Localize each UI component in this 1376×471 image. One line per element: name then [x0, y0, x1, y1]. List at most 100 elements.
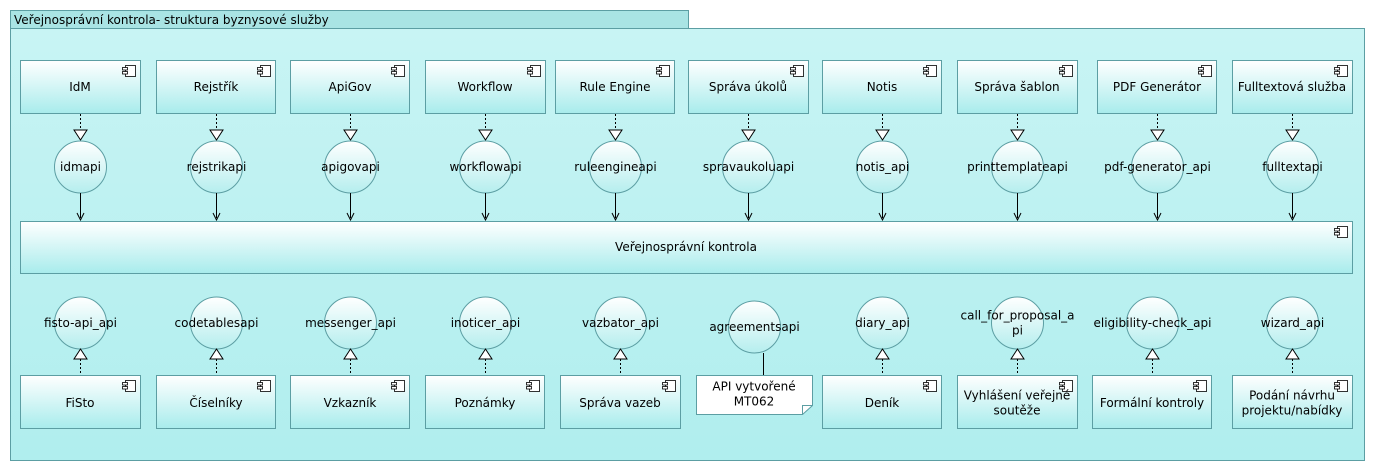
provided-interface[interactable]: notis_api	[856, 140, 910, 194]
realization-arrowhead	[343, 129, 358, 141]
dependency-arrowhead	[1153, 212, 1162, 222]
component-icon	[1193, 380, 1207, 392]
realization-arrowhead	[478, 129, 493, 141]
interface-label: wizard_api	[1261, 316, 1324, 330]
bottom-component[interactable]: Číselníky	[156, 375, 276, 429]
provided-interface[interactable]: inoticer_api	[451, 296, 521, 350]
interface-label: pdf-generator_api	[1104, 160, 1211, 174]
top-component[interactable]: Rejstřík	[156, 60, 276, 114]
top-component[interactable]: ApiGov	[290, 60, 410, 114]
top-component[interactable]: PDF Generátor	[1097, 60, 1217, 114]
provided-interface[interactable]: rejstrikapi	[187, 140, 247, 194]
main-component[interactable]: Veřejnosprávní kontrola	[20, 221, 1353, 274]
provided-interface[interactable]: workflowapi	[449, 140, 522, 194]
component-icon	[662, 380, 676, 392]
dependency-arrowhead	[1288, 212, 1297, 222]
interface-label: rejstrikapi	[187, 160, 247, 174]
interface-label: spravaukoluapi	[703, 160, 794, 174]
top-component[interactable]: IdM	[20, 60, 141, 114]
interface-label: pi	[1012, 324, 1023, 338]
component-icon	[1059, 65, 1073, 77]
component-icon	[526, 380, 540, 392]
provided-interface[interactable]: vazbator_api	[582, 296, 659, 350]
package-title: Veřejnosprávní kontrola- struktura byzny…	[14, 13, 329, 27]
interface-label: fisto-api_api	[44, 316, 117, 330]
component-label: Notis	[867, 80, 898, 94]
realization-arrowhead	[209, 129, 224, 141]
component-label: Správa šablon	[974, 80, 1059, 94]
top-component[interactable]: Správa šablon	[957, 60, 1078, 114]
bottom-component[interactable]: Deník	[822, 375, 942, 429]
interface-label: idmapi	[60, 160, 101, 174]
dependency-arrowhead	[346, 212, 355, 222]
top-component[interactable]: Notis	[822, 60, 942, 114]
provided-interface[interactable]: printtemplateapi	[967, 140, 1068, 194]
realization-arrowhead	[1285, 129, 1300, 141]
provided-interface[interactable]: messenger_api	[305, 296, 396, 350]
component-icon	[257, 380, 271, 392]
interface-label: call_for_proposal_a	[961, 309, 1075, 323]
component-icon	[1059, 380, 1073, 392]
realization-arrowhead	[1010, 129, 1025, 141]
bottom-component[interactable]: FiSto	[20, 375, 141, 429]
realization-arrowhead	[1150, 129, 1165, 141]
interface-label: codetablesapi	[175, 316, 259, 330]
bottom-component[interactable]: Poznámky	[425, 375, 545, 429]
component-label: PDF Generátor	[1113, 80, 1201, 94]
realization-arrowhead	[875, 129, 890, 141]
dependency-arrowhead	[878, 212, 887, 222]
component-icon	[122, 380, 136, 392]
component-icon	[790, 65, 804, 77]
bottom-component[interactable]: Správa vazeb	[560, 375, 681, 429]
provided-interface[interactable]: fulltextapi	[1262, 140, 1323, 194]
note-text: API vytvořené	[712, 380, 795, 394]
bottom-component[interactable]: Formální kontroly	[1092, 375, 1212, 429]
provided-interface[interactable]: codetablesapi	[175, 296, 259, 350]
interface-circle	[728, 300, 781, 354]
dependency-arrowhead	[481, 212, 490, 222]
top-component[interactable]: Workflow	[425, 60, 546, 114]
interface-label: notis_api	[856, 160, 910, 174]
component-label: Číselníky	[189, 395, 242, 410]
component-label: Rejstřík	[194, 80, 239, 94]
component-icon	[257, 65, 271, 77]
component-icon	[1334, 226, 1348, 238]
component-label: IdM	[69, 80, 91, 94]
interface-label: apigovapi	[321, 160, 380, 174]
provided-interface[interactable]: fisto-api_api	[44, 296, 117, 350]
top-component[interactable]: Správa úkolů	[688, 60, 809, 114]
component-label: Vzkazník	[324, 396, 377, 410]
interface-label: diary_api	[855, 316, 910, 330]
interface-label: inoticer_api	[451, 316, 521, 330]
component-icon	[923, 380, 937, 392]
provided-interface[interactable]: wizard_api	[1261, 296, 1324, 350]
dependency-arrowhead	[611, 212, 620, 222]
component-label: Správa úkolů	[709, 80, 787, 94]
dependency-arrowhead	[76, 212, 85, 222]
provided-interface[interactable]: agreementsapi	[709, 300, 800, 354]
component-icon	[122, 65, 136, 77]
top-component[interactable]: Fulltextová služba	[1232, 60, 1353, 114]
interface-label: fulltextapi	[1262, 160, 1323, 174]
provided-interface[interactable]: apigovapi	[321, 140, 380, 194]
component-icon	[391, 380, 405, 392]
interface-label: agreementsapi	[709, 320, 799, 334]
provided-interface[interactable]: idmapi	[54, 140, 107, 194]
component-icon	[1334, 380, 1348, 392]
bottom-component[interactable]: Vzkazník	[290, 375, 410, 429]
component-icon	[391, 65, 405, 77]
top-component[interactable]: Rule Engine	[555, 60, 675, 114]
note-text: MT062	[734, 395, 775, 409]
component-label: Workflow	[457, 80, 512, 94]
component-label: Formální kontroly	[1100, 396, 1204, 410]
component-icon	[527, 65, 541, 77]
component-label: Poznámky	[455, 396, 516, 410]
main-component-label: Veřejnosprávní kontrola	[615, 240, 757, 254]
provided-interface[interactable]: eligibility-check_api	[1094, 296, 1212, 350]
component-icon	[1334, 65, 1348, 77]
provided-interface[interactable]: diary_api	[855, 296, 910, 350]
interface-label: vazbator_api	[582, 316, 659, 330]
